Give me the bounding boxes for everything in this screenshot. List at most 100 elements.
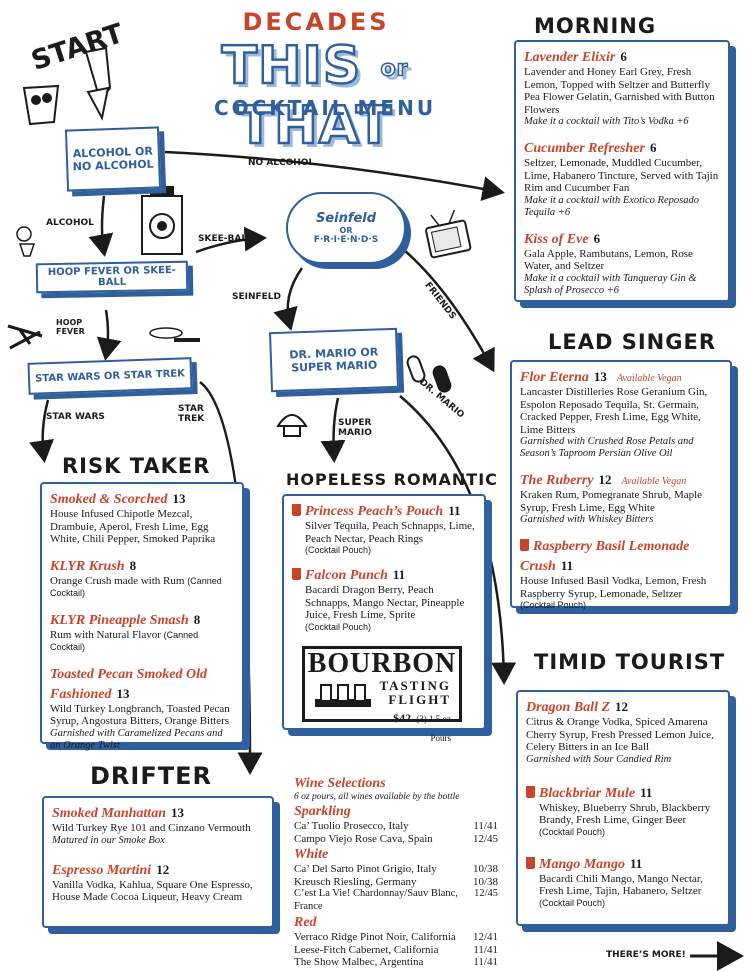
drink-desc: Whiskey, Blueberry Shrub, Blackberry Bra… <box>539 801 711 827</box>
wine-label: Ca’ Tuolio Prosecco, Italy <box>294 820 409 832</box>
drink-desc: Kraken Rum, Pomegranate Shrub, Maple Syr… <box>520 489 703 514</box>
vegan-badge: Available Vegan <box>621 476 687 487</box>
label-seinfeld: SEINFELD <box>232 292 282 302</box>
wine-row: Campo Viejo Rose Cava, Spain 12/45 <box>294 833 498 846</box>
wine-label: The Show Malbec, Argentina <box>294 956 424 968</box>
drink-price: 12 <box>156 861 170 877</box>
lead-singer-title: LEAD SINGER <box>548 330 716 354</box>
x-wing-icon <box>7 324 43 350</box>
wine-section-white: White <box>294 847 329 862</box>
drink-name: Blackbriar Mule <box>539 785 636 801</box>
brand-name: DECADES <box>242 8 390 36</box>
label-super-mario: SUPER MARIO <box>338 418 372 438</box>
wine-label: C’est La Vie! Chardonnay/Sauv Blanc, Fra… <box>294 888 458 912</box>
question-alcohol: ALCOHOL OR NO ALCOHOL <box>64 126 162 192</box>
drink-name: Mango Mango <box>539 856 625 872</box>
wine-label: Ca’ Del Sarto Pinot Grigio, Italy <box>294 863 437 875</box>
wine-price: 11/41 <box>473 956 498 968</box>
wine-note: 6 oz pours, all wines available by the b… <box>294 792 460 802</box>
drink-small: (Canned Cocktail) <box>50 629 199 653</box>
drink-name: Princess Peach’s Pouch <box>305 504 444 519</box>
theres-more-label: THERE’S MORE! <box>606 950 686 960</box>
wine-section-red: Red <box>294 915 317 930</box>
q4-line1: Seinfeld <box>315 211 377 226</box>
bourbon-price: $42 <box>393 711 412 725</box>
wine-section-sparkling: Sparkling <box>294 804 351 819</box>
drink-desc: Citrus & Orange Vodka, Spiced Amarena Ch… <box>526 716 714 753</box>
drink-price: 8 <box>193 611 201 627</box>
drink-small: (Cocktail Pouch) <box>305 545 372 555</box>
drink-small: (Cocktail Pouch) <box>539 826 606 837</box>
drink-desc: Lavender and Honey Earl Grey, Fresh Lemo… <box>524 66 715 116</box>
drink-price: 6 <box>649 140 657 155</box>
drink-price: 11 <box>629 855 643 871</box>
wine-price: 10/38 <box>472 875 498 888</box>
label-star-wars: STAR WARS <box>46 412 105 422</box>
starship-enterprise-icon <box>149 327 200 342</box>
drink-note: Garnished with Crushed Rose Petals and S… <box>520 436 694 459</box>
question-star-wars: STAR WARS OR STAR TREK <box>27 357 193 395</box>
drink-price: 13 <box>593 369 607 384</box>
wine-row: C’est La Vie! Chardonnay/Sauv Blanc, Fra… <box>294 888 498 913</box>
cocktail-pouch-icon <box>526 785 535 798</box>
wine-price: 12/45 <box>474 888 498 899</box>
label-no-alcohol: NO ALCOHOL <box>248 158 315 168</box>
cocktail-pouch-icon <box>292 568 301 580</box>
wine-title: Wine Selections <box>294 776 386 791</box>
wine-label: Verraco Ridge Pinot Noir, California <box>294 931 456 943</box>
drink-desc: Bacardi Dragon Berry, Peach Schnapps, Ma… <box>305 584 465 621</box>
drink-desc-text: Orange Crush made with Rum <box>50 574 185 587</box>
dr-mario-pills-icon <box>406 355 452 393</box>
wine-label: Leese-Fitch Cabernet, California <box>294 943 439 956</box>
drink-price: 11 <box>640 784 653 800</box>
drink-note: Garnished with Whiskey Bitters <box>520 514 654 525</box>
wine-price: 10/38 <box>472 863 498 875</box>
wine-label: Kreusch Riesling, Germany <box>294 875 417 888</box>
wine-label: Campo Viejo Rose Cava, Spain <box>294 832 433 845</box>
drink-price: 8 <box>129 557 137 573</box>
drink-desc: House Infused Basil Vodka, Lemon, Fresh … <box>520 575 707 600</box>
drink-price: 6 <box>593 230 601 246</box>
cocktail-pouch-icon <box>520 539 529 551</box>
drink-name: Toasted Pecan Smoked Old Fashioned <box>50 666 207 702</box>
drink-note: Garnished with Caramelized Pecans and an… <box>50 727 223 751</box>
wine-row: The Show Malbec, Argentina 11/41 <box>294 956 498 969</box>
drink-name: Smoked Manhattan <box>52 806 166 821</box>
drink-desc: Gala Apple, Rambutans, Lemon, Rose Water… <box>524 247 693 273</box>
drink-name: Smoked & Scorched <box>50 492 168 507</box>
drink-price: 11 <box>392 567 406 582</box>
label-star-trek: STAR TREK <box>178 404 205 424</box>
question-dr-mario: DR. MARIO OR SUPER MARIO <box>268 327 400 393</box>
drink-price: 12 <box>598 472 612 487</box>
drink-desc: Orange Crush made with Rum (Canned Cockt… <box>50 575 234 600</box>
drink-name: Raspberry Basil Lemonade Crush <box>520 539 690 574</box>
drink-falcon-punch: Falcon Punch 11 Bacardi Dragon Berry, Pea… <box>292 564 476 632</box>
drink-desc: Vanilla Vodka, Kahlua, Square One Espres… <box>52 878 253 904</box>
drink-desc-text: Rum with Natural Flavor <box>50 628 161 641</box>
drink-name: Kiss of Eve <box>524 231 589 247</box>
drink-name: Falcon Punch <box>305 568 388 583</box>
label-skee-ball: SKEE-BALL <box>198 234 253 244</box>
wine-list: Wine Selections 6 oz pours, all wines av… <box>294 776 498 969</box>
drink-note: Garnished with Sour Candied Rim <box>526 753 672 765</box>
drink-price: 6 <box>620 49 627 64</box>
drink-price: 13 <box>116 685 130 701</box>
title-or: or <box>380 56 409 83</box>
wine-price: 12/45 <box>472 832 498 845</box>
